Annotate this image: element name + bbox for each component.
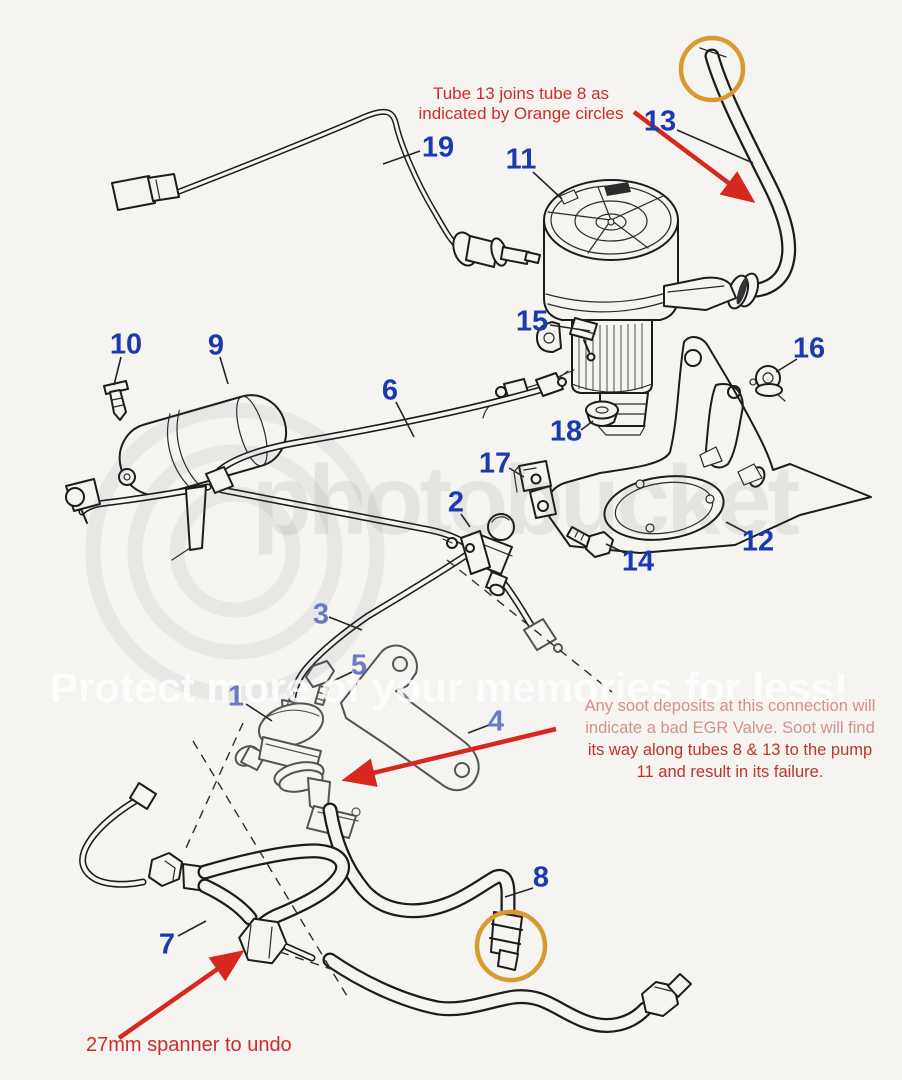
part-label-9: 9 — [207, 329, 225, 362]
lens-watermark-icon — [85, 402, 385, 702]
orange-circle-tube13 — [678, 35, 746, 103]
reservoir-9-drawing — [118, 394, 288, 497]
leader-lines — [113, 129, 798, 937]
part-label-19: 19 — [421, 131, 455, 164]
part-label-8: 8 — [532, 861, 550, 894]
egr-soot-note-line2: indicate a bad EGR Valve. Soot will find — [585, 719, 875, 737]
tube-join-note-line1: Tube 13 joins tube 8 as — [432, 84, 610, 103]
part-label-18: 18 — [549, 415, 583, 448]
red-arrows — [117, 110, 756, 1040]
dashed-guides — [185, 559, 613, 997]
part-label-12: 12 — [741, 525, 775, 558]
tube-join-note-line2: indicated by Orange circles — [418, 104, 624, 123]
egr-soot-note-line3: its way along tubes 8 & 13 to the pump — [587, 741, 873, 759]
solenoid-valve-2-drawing — [442, 513, 515, 597]
part-label-2: 2 — [447, 486, 465, 519]
hose-8-drawing — [322, 802, 692, 1033]
rivet-10-drawing — [103, 380, 129, 421]
hose-13-drawing — [699, 47, 797, 310]
cable-19-drawing — [111, 108, 541, 268]
egr-soot-note: Any soot deposits at this connection wil… — [556, 695, 902, 783]
part-label-10: 10 — [109, 328, 143, 361]
orange-highlight-circles — [474, 35, 746, 983]
part-label-13: 13 — [643, 105, 677, 138]
part-label-5: 5 — [350, 649, 368, 682]
hose-7-drawing — [79, 782, 351, 965]
part-label-11: 11 — [505, 143, 537, 176]
egr-soot-note-line4: 11 and result in its failure. — [636, 763, 824, 781]
part-label-15: 15 — [515, 305, 549, 338]
orange-circle-tube8 — [474, 909, 548, 983]
bolt-5-drawing — [305, 660, 335, 706]
bolt-16-drawing — [755, 365, 786, 402]
mounting-bracket-12-drawing — [529, 336, 872, 554]
part-label-7: 7 — [158, 928, 176, 961]
part-label-4: 4 — [487, 705, 505, 738]
part-label-14: 14 — [621, 545, 655, 578]
tube-join-note: Tube 13 joins tube 8 as indicated by Ora… — [398, 84, 644, 124]
air-pump-drawing — [482, 179, 737, 436]
part-label-3: 3 — [312, 598, 330, 631]
part-label-1: 1 — [227, 680, 245, 713]
part-label-17: 17 — [478, 447, 512, 480]
bolt-14-drawing — [566, 526, 614, 558]
part-label-16: 16 — [792, 332, 826, 365]
egr-valve-1-drawing — [234, 689, 361, 839]
part-label-6: 6 — [381, 374, 399, 407]
spanner-note: 27mm spanner to undo — [86, 1034, 292, 1056]
egr-soot-note-line1: Any soot deposits at this connection wil… — [584, 697, 876, 715]
